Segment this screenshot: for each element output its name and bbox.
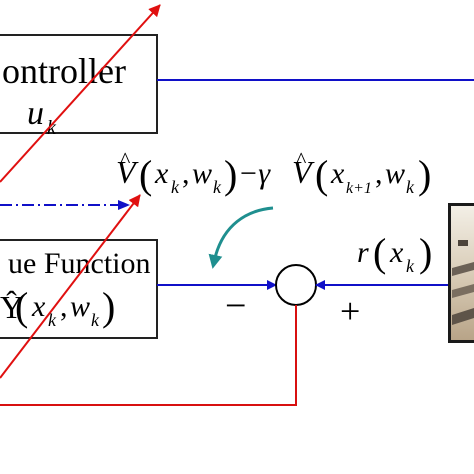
value-fn-w-sub: k <box>91 310 100 330</box>
td-open1: ( <box>139 152 152 197</box>
controller-output-symbol: u <box>27 95 44 132</box>
td-vhat2: V <box>292 154 315 190</box>
td-comma2: , <box>375 157 383 190</box>
value-fn-w: w <box>70 290 90 323</box>
controller-title: ontroller <box>2 51 126 91</box>
minus-sign: − <box>225 285 246 327</box>
td-vhat1: V <box>116 154 139 190</box>
controller-tuning-arrow <box>0 4 161 183</box>
td-w2: w <box>385 157 405 190</box>
reward-x-sub: k <box>406 256 415 276</box>
summing-junction-icon <box>275 264 317 306</box>
td-error-label: ^ V ( x k , w k ) −γ ^ V ( x k+1 , w k ) <box>116 147 431 197</box>
curved-update-arrow-icon <box>208 206 274 269</box>
controller-box <box>0 34 158 134</box>
value-fn-close-paren: ) <box>102 284 115 329</box>
plus-sign: + <box>340 291 360 331</box>
value-fn-x: x <box>31 290 46 323</box>
value-fn-comma: , <box>60 290 68 323</box>
reward-r: r <box>357 236 369 269</box>
td-open2: ( <box>315 152 328 197</box>
value-tuning-arrow <box>0 194 141 379</box>
td-x2-sub: k+1 <box>346 180 372 197</box>
td-w2-sub: k <box>406 177 415 197</box>
td-w1: w <box>192 157 212 190</box>
td-vhat2-hat: ^ <box>296 147 307 172</box>
dashdot-arrowhead <box>118 200 130 210</box>
reward-x: x <box>389 236 404 269</box>
td-x2: x <box>330 157 345 190</box>
reward-label: r ( x k ) <box>357 230 432 276</box>
value-fn-hat-fragment: Ŷ <box>0 289 23 325</box>
td-operator: −γ <box>238 157 271 190</box>
td-vhat1-hat: ^ <box>120 147 131 172</box>
value-function-box <box>0 239 158 339</box>
plant-image-icon <box>448 203 474 343</box>
feedback-line <box>0 305 297 406</box>
reward-close: ) <box>419 230 432 275</box>
td-comma1: , <box>182 157 190 190</box>
value-fn-x-sub: k <box>48 310 57 330</box>
reward-open: ( <box>373 230 386 275</box>
td-w1-sub: k <box>213 177 222 197</box>
td-x1-sub: k <box>171 177 180 197</box>
controller-output-subscript: k <box>47 117 57 139</box>
value-fn-open-paren: ( <box>15 284 28 329</box>
td-x1: x <box>154 157 169 190</box>
td-close2: ) <box>418 152 431 197</box>
td-close1: ) <box>224 152 237 197</box>
